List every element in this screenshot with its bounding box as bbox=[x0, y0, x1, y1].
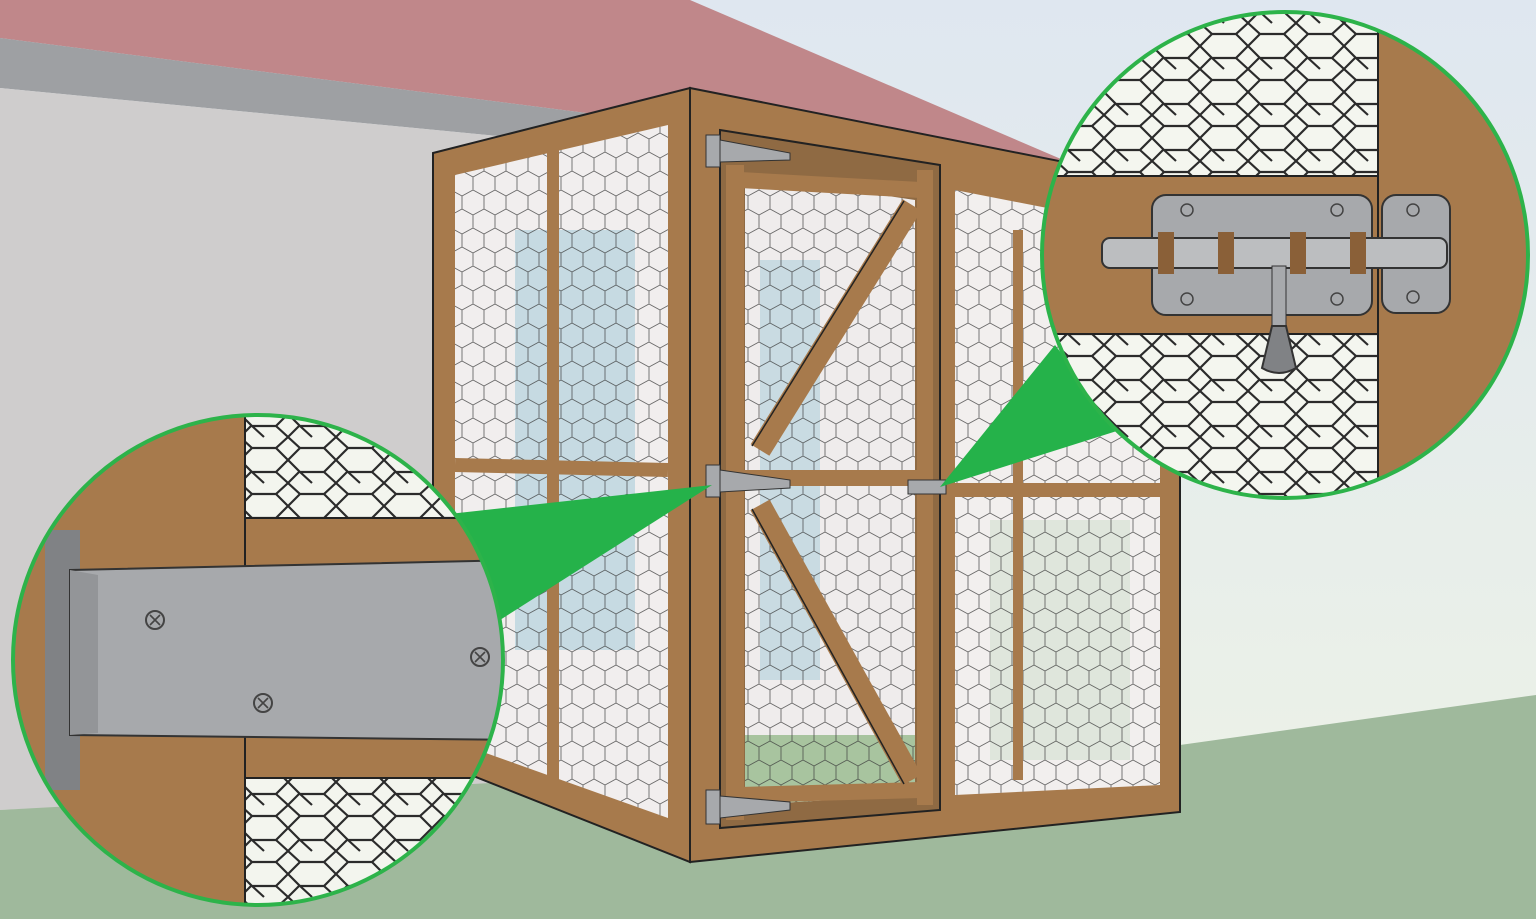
chicken-run bbox=[432, 86, 1181, 864]
bolt-guide-1 bbox=[1158, 232, 1174, 274]
screw-icon bbox=[1330, 203, 1344, 217]
door-bottom-rail bbox=[739, 782, 921, 803]
screw-icon bbox=[1330, 292, 1344, 306]
hinge-zoom-ring bbox=[11, 413, 505, 907]
latch-zoom-callout bbox=[1042, 12, 1528, 498]
screw-icon bbox=[145, 610, 165, 630]
bolt-handle-stem bbox=[1271, 265, 1287, 327]
bolt-guide-3 bbox=[1290, 232, 1306, 274]
bottom-hinge bbox=[705, 789, 791, 825]
screw-icon bbox=[1180, 292, 1194, 306]
left-side-rail-middle bbox=[454, 458, 669, 477]
screw-icon bbox=[1406, 290, 1420, 304]
door-brace-edge-1 bbox=[751, 200, 905, 447]
hinge-strap bbox=[69, 558, 503, 742]
door-brace-edge-2 bbox=[751, 508, 905, 785]
latch-zoom-ring bbox=[1040, 10, 1530, 500]
door-mesh-overlay bbox=[745, 175, 915, 805]
hinge-callout-pointer bbox=[440, 485, 712, 620]
door-diagonal-brace-lower bbox=[750, 499, 922, 786]
small-latch bbox=[907, 479, 947, 495]
bolt-handle-knob bbox=[1260, 325, 1298, 374]
door-diagonal-brace-upper bbox=[750, 199, 922, 456]
bolt-guide-4 bbox=[1350, 232, 1366, 274]
screw-icon bbox=[253, 693, 273, 713]
top-hinge bbox=[705, 134, 791, 168]
bolt-rod bbox=[1101, 237, 1448, 269]
bolt-guide-2 bbox=[1218, 232, 1234, 274]
door-top-rail bbox=[739, 172, 921, 198]
screw-icon bbox=[1180, 203, 1194, 217]
middle-hinge bbox=[705, 464, 791, 498]
screw-icon bbox=[470, 647, 490, 667]
hinge-strap-step bbox=[70, 570, 98, 735]
screw-icon bbox=[1406, 203, 1420, 217]
